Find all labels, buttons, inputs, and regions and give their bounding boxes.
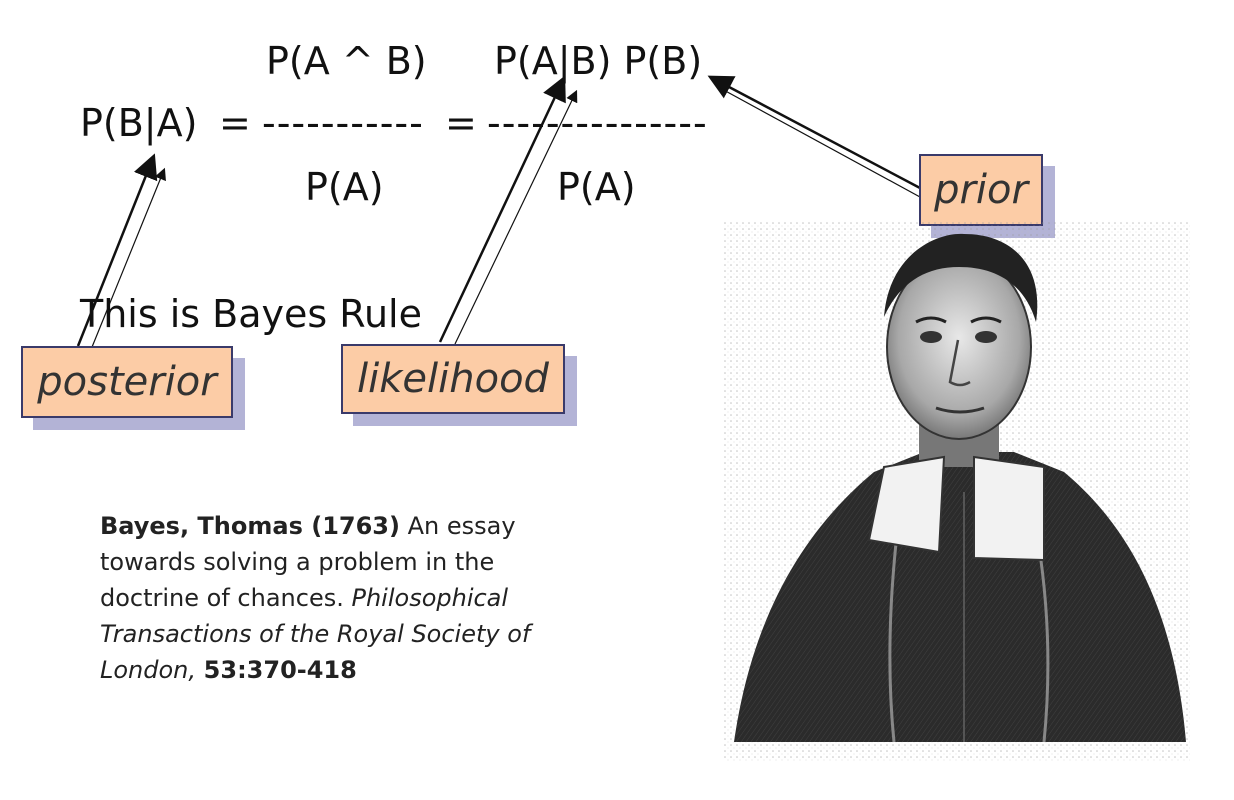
citation-title: An essay towards solving a problem in th… — [100, 512, 516, 612]
prior-arrow — [707, 75, 921, 198]
fraction-line-2: --------------- — [487, 101, 708, 145]
equals-sign-1: = — [219, 101, 251, 145]
citation-pages: 53:370-418 — [203, 656, 357, 684]
denominator-1: P(A) — [305, 165, 384, 209]
citation-journal: Philosophical Transactions of the Royal … — [100, 584, 531, 684]
citation-author-year: Bayes, Thomas (1763) — [100, 512, 400, 540]
fraction-line-1: ----------- — [262, 101, 424, 145]
numerator-1: P(A ^ B) — [266, 39, 427, 83]
equals-sign-2: = — [445, 101, 477, 145]
denominator-2: P(A) — [557, 165, 636, 209]
likelihood-label: likelihood — [341, 344, 565, 414]
citation: Bayes, Thomas (1763) An essay towards so… — [100, 508, 570, 688]
formula-lhs: P(B|A) — [80, 101, 198, 145]
prior-label: prior — [919, 154, 1043, 226]
portrait-icon — [724, 222, 1190, 762]
numerator-2: P(A|B) P(B) — [494, 39, 703, 83]
portrait-image — [724, 222, 1190, 762]
likelihood-arrow — [438, 75, 578, 345]
posterior-label: posterior — [21, 346, 233, 418]
bayes-rule-caption: This is Bayes Rule — [80, 292, 422, 336]
posterior-arrow — [76, 153, 166, 353]
